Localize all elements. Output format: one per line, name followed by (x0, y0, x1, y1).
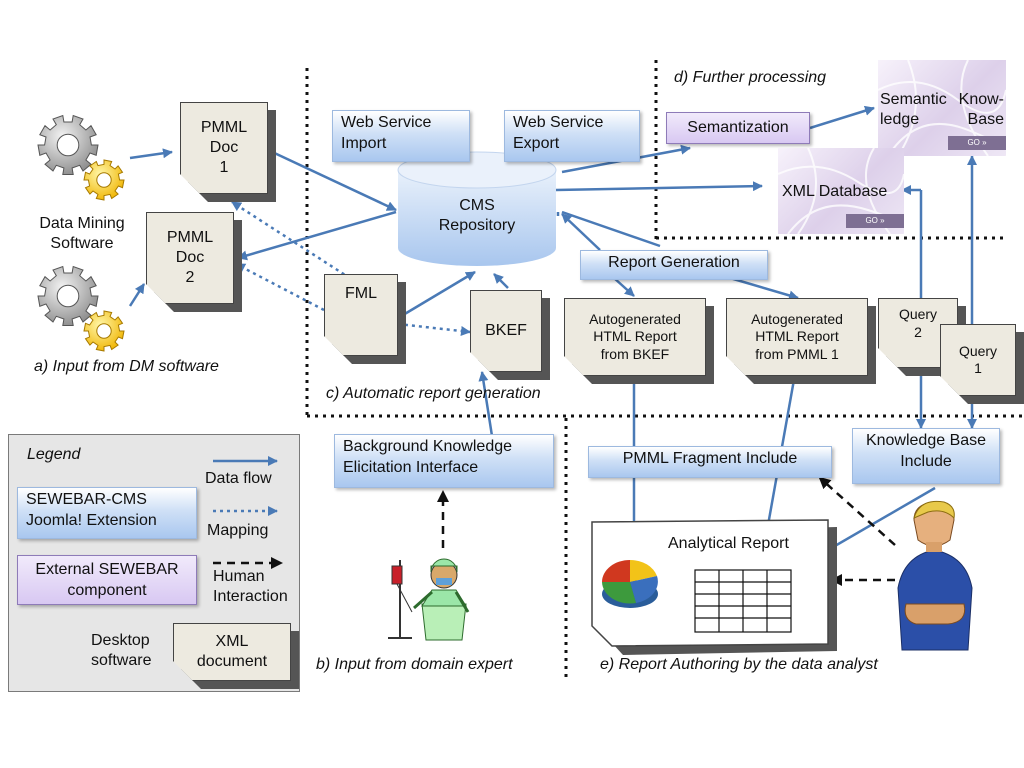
pie-chart-icon (602, 559, 658, 608)
gear-icon (37, 114, 99, 175)
section-c-caption: c) Automatic report generation (326, 385, 541, 402)
data-analyst-icon (897, 500, 973, 651)
xml-database[interactable]: XML Database GO » (778, 148, 904, 234)
bkef-doc[interactable]: BKEF (470, 290, 542, 372)
legend-external-component-box: External SEWEBAR component (17, 555, 197, 605)
web-service-export-box[interactable]: Web Service Export (504, 110, 640, 162)
section-b-caption: b) Input from domain expert (316, 656, 513, 673)
query-2-label: Query 2 (898, 306, 938, 340)
autogen-report-bkef-label: Autogenerated HTML Report from BKEF (589, 310, 681, 362)
pmml-doc-1-label: PMML Doc 1 (200, 119, 248, 176)
semantization-box[interactable]: Semantization (666, 112, 810, 144)
pmml-doc-2-label: PMML Doc 2 (166, 229, 214, 286)
knowledge-base-include-box[interactable]: Knowledge Base Include (852, 428, 1000, 484)
legend-xml-document: XML document (173, 623, 291, 681)
bkef-doc-label: BKEF (485, 322, 527, 339)
analytical-report-title: Analytical Report (668, 535, 789, 552)
legend-mapping-label: Mapping (207, 522, 269, 539)
autogen-report-pmml-doc[interactable]: Autogenerated HTML Report from PMML 1 (726, 298, 868, 376)
fml-doc-label: FML (345, 285, 377, 302)
section-a-caption: a) Input from DM software (34, 358, 219, 375)
data-mining-software-label: Data Mining Software (39, 215, 125, 252)
section-e-caption: e) Report Authoring by the data analyst (600, 656, 878, 673)
human-interaction-arrows (437, 476, 896, 586)
section-d-caption: d) Further processing (674, 69, 827, 86)
mapping-arrows (231, 200, 471, 336)
semantic-kb-label: Semantic Know- ledge Base (880, 91, 1004, 128)
legend-human-interaction-label: Human Interaction (213, 568, 288, 605)
query-1-label: Query 1 (958, 342, 998, 377)
pmml-doc-1[interactable]: PMML Doc 1 (180, 102, 268, 194)
legend-panel: Legend Data flow Mapping Human Interacti… (8, 434, 300, 692)
report-generation-box[interactable]: Report Generation (580, 250, 768, 280)
domain-expert-icon (388, 558, 470, 641)
legend-desktop-software-label: Desktop software (91, 632, 152, 669)
autogen-report-bkef-doc[interactable]: Autogenerated HTML Report from BKEF (564, 298, 706, 376)
xml-database-label: XML Database (782, 183, 888, 200)
semantic-knowledge-base[interactable]: Semantic Know- ledge Base GO » (878, 60, 1006, 156)
semantic-kb-go-button[interactable]: GO » (948, 136, 1006, 150)
legend-sewebar-cms-box: SEWEBAR-CMS Joomla! Extension (17, 487, 197, 539)
gear-icon (83, 159, 125, 201)
gear-icon (19, 114, 125, 682)
legend-xml-document-label: XML document (196, 633, 268, 670)
xml-database-go-button[interactable]: GO » (846, 214, 904, 228)
gear-icon (37, 265, 99, 326)
legend-title: Legend (27, 446, 81, 463)
autogen-report-pmml-label: Autogenerated HTML Report from PMML 1 (751, 310, 843, 362)
web-service-import-box[interactable]: Web Service Import (332, 110, 470, 162)
fml-doc[interactable]: FML (324, 274, 398, 356)
cms-repository-label: CMS Repository (438, 197, 516, 234)
pmml-fragment-include-box[interactable]: PMML Fragment Include (588, 446, 832, 478)
legend-data-flow-label: Data flow (205, 470, 272, 487)
background-knowledge-interface-box[interactable]: Background Knowledge Elicitation Interfa… (334, 434, 554, 488)
gear-icon (83, 310, 125, 352)
query-1-doc[interactable]: Query 1 (940, 324, 1016, 396)
region-borders (305, 60, 1022, 680)
pmml-doc-2[interactable]: PMML Doc 2 (146, 212, 234, 304)
table-icon (694, 569, 792, 633)
